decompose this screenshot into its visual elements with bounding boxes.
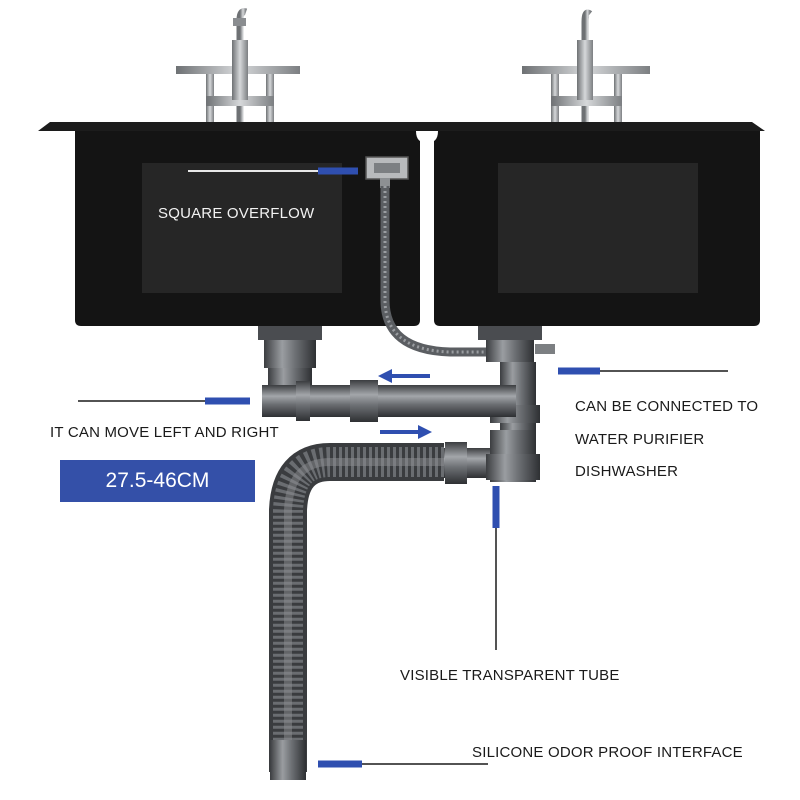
horizontal-extension-pipe — [262, 380, 516, 422]
corrugated-drain-hose — [269, 443, 444, 780]
right-faucet — [522, 9, 650, 125]
basin-divider-notch — [416, 131, 438, 143]
left-drain — [258, 326, 322, 390]
label-square-overflow: SQUARE OVERFLOW — [158, 205, 315, 222]
move-left-arrow — [378, 369, 430, 383]
right-drain — [478, 326, 555, 442]
left-basin — [75, 131, 420, 326]
label-move-left-right: IT CAN MOVE LEFT AND RIGHT — [50, 424, 279, 441]
sink-deck — [38, 122, 765, 131]
label-connect-line3: DISHWASHER — [575, 463, 679, 480]
label-odor-interface: SILICONE ODOR PROOF INTERFACE — [472, 744, 743, 761]
label-transparent-tube: VISIBLE TRANSPARENT TUBE — [400, 667, 620, 684]
label-connect-line2: WATER PURIFIER — [575, 431, 705, 448]
move-right-arrow — [380, 425, 432, 439]
elbow-joint — [440, 430, 540, 484]
square-overflow-fitting — [365, 156, 409, 188]
right-basin — [434, 131, 760, 326]
left-faucet — [176, 8, 300, 125]
label-connect-line1: CAN BE CONNECTED TO — [575, 398, 759, 415]
size-range-badge: 27.5-46CM — [60, 460, 255, 502]
